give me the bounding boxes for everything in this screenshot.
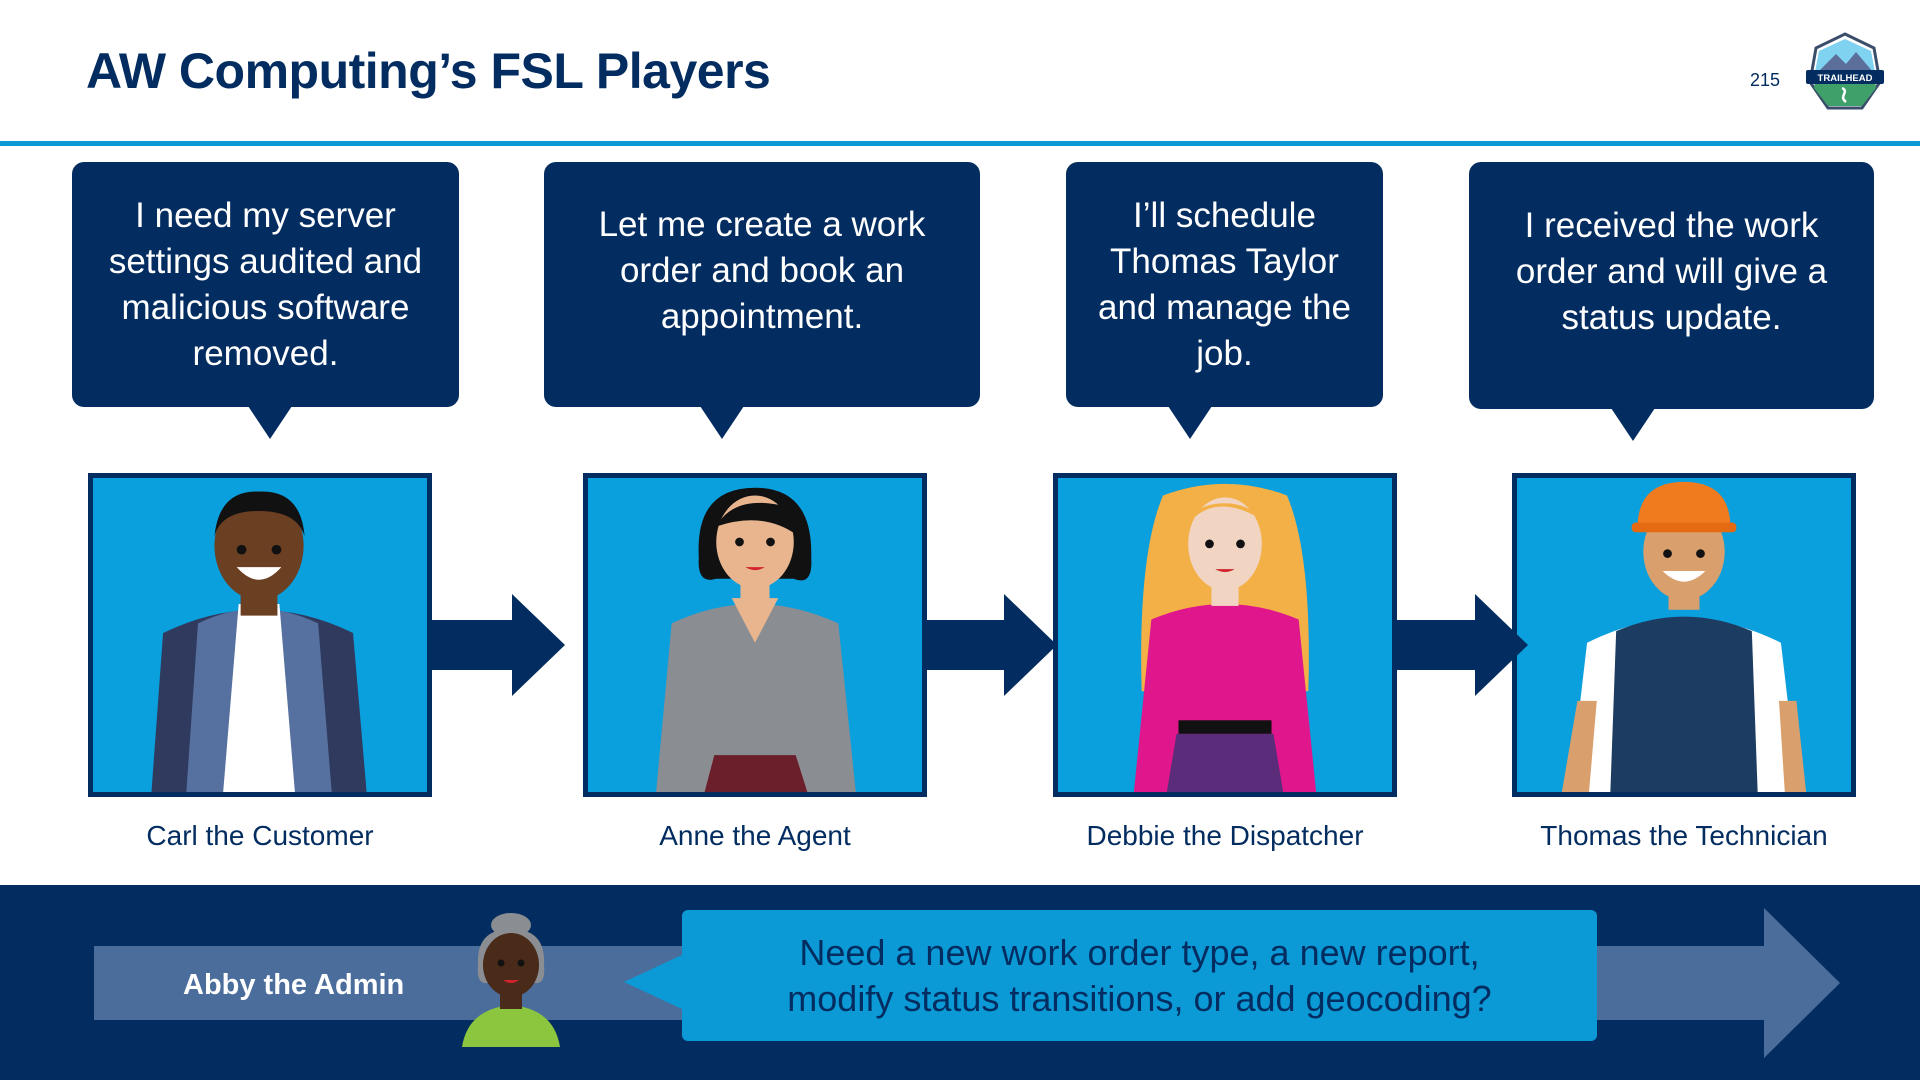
speech-bubble-customer: I need my server settings audited and ma…	[72, 162, 459, 439]
right-arrow-icon	[1393, 594, 1528, 696]
technician-portrait	[1512, 473, 1856, 797]
agent-portrait	[583, 473, 927, 797]
agent-avatar	[656, 487, 856, 792]
quote-customer: I need my server settings audited and ma…	[108, 195, 423, 373]
dispatcher-portrait	[1053, 473, 1397, 797]
speech-bubble-agent: Let me create a work order and book an a…	[544, 162, 980, 439]
admin-callout-text: Need a new work order type, a new report…	[787, 931, 1492, 1019]
page-number: 215	[1750, 70, 1781, 90]
slide-title: AW Computing’s FSL Players	[86, 43, 771, 99]
caption-technician: Thomas the Technician	[1540, 820, 1828, 851]
admin-avatar	[462, 913, 560, 1047]
right-arrow-icon	[430, 594, 565, 696]
technician-avatar	[1561, 481, 1807, 792]
right-arrow-icon	[922, 594, 1057, 696]
customer-portrait	[88, 473, 432, 797]
caption-dispatcher: Debbie the Dispatcher	[1086, 820, 1364, 851]
caption-agent: Anne the Agent	[659, 820, 851, 851]
admin-name: Abby the Admin	[183, 969, 405, 1001]
speech-bubble-dispatcher: I’ll schedule Thomas Taylor and manage t…	[1066, 162, 1383, 439]
quote-dispatcher: I’ll schedule Thomas Taylor and manage t…	[1098, 195, 1351, 373]
quote-technician: I received the work order and will give …	[1515, 205, 1828, 337]
caption-customer: Carl the Customer	[146, 820, 374, 851]
logo-wordmark: TRAILHEAD	[1818, 73, 1873, 84]
quote-agent: Let me create a work order and book an a…	[598, 204, 926, 336]
admin-callout: Need a new work order type, a new report…	[682, 910, 1597, 1041]
customer-avatar	[151, 491, 367, 792]
speech-bubble-technician: I received the work order and will give …	[1469, 162, 1874, 441]
trailhead-logo-icon: TRAILHEAD	[1806, 32, 1884, 110]
header-rule	[0, 141, 1920, 146]
dispatcher-avatar	[1133, 483, 1317, 792]
callout-pointer	[624, 954, 684, 1010]
